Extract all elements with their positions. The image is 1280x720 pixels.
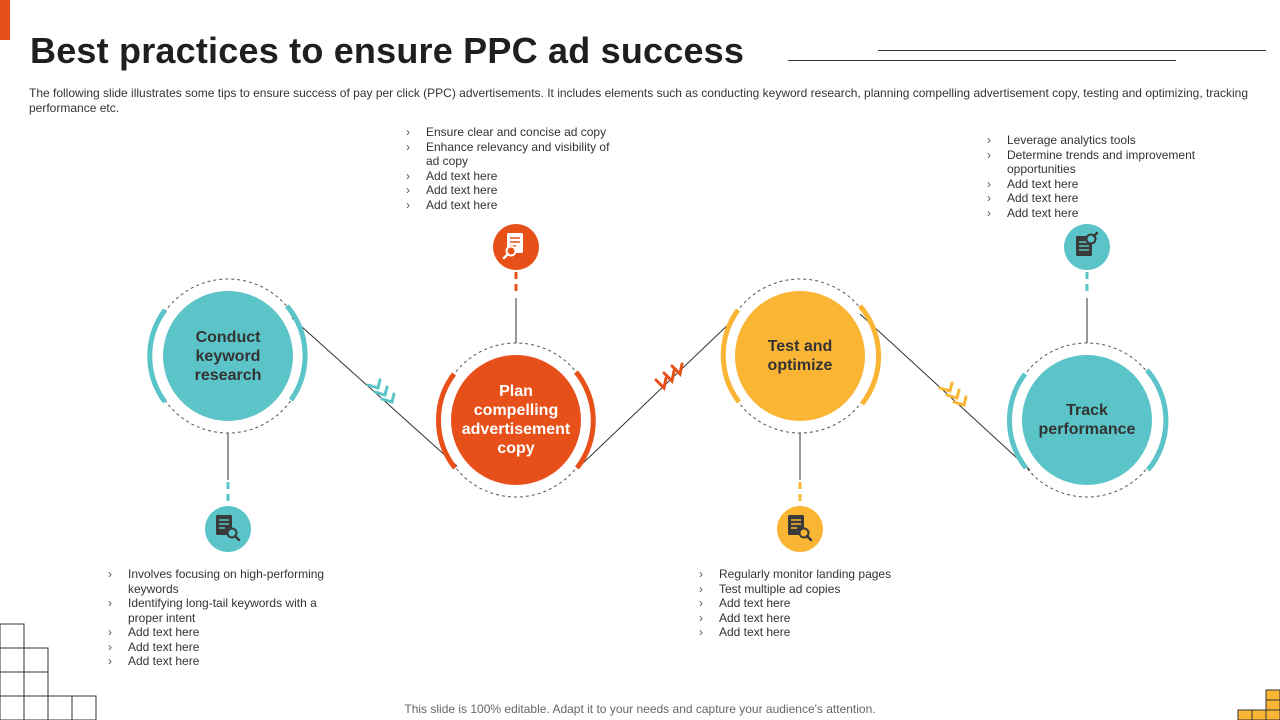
list-item: Ensure clear and concise ad copy bbox=[406, 125, 621, 140]
step-4-bullets: Leverage analytics tools Determine trend… bbox=[987, 133, 1212, 220]
list-item: Add text here bbox=[699, 611, 939, 626]
slide-subtitle: The following slide illustrates some tip… bbox=[29, 86, 1249, 115]
document-search-icon bbox=[216, 515, 241, 542]
list-item: Add text here bbox=[108, 654, 338, 669]
document-search-icon bbox=[788, 515, 813, 542]
chevron-arrows-orange bbox=[654, 362, 684, 392]
decorative-grid-left bbox=[0, 623, 97, 720]
step-4-graphic bbox=[1006, 224, 1169, 498]
title-rule-lower bbox=[788, 60, 1176, 61]
title-rule-upper bbox=[878, 50, 1266, 51]
connector-lines bbox=[291, 313, 1031, 471]
list-item: Test multiple ad copies bbox=[699, 582, 939, 597]
step-3-bullets: Regularly monitor landing pages Test mul… bbox=[699, 567, 939, 640]
step-2-bullets: Ensure clear and concise ad copy Enhance… bbox=[406, 125, 621, 212]
list-item: Add text here bbox=[108, 640, 338, 655]
step-2-graphic bbox=[435, 224, 596, 498]
list-item: Identifying long-tail keywords with a pr… bbox=[108, 596, 338, 625]
step-3-label: Test and optimize bbox=[767, 338, 833, 374]
document-search-icon bbox=[1076, 231, 1099, 256]
chevron-arrows-yellow bbox=[938, 381, 968, 407]
list-item: Add text here bbox=[406, 198, 621, 213]
list-item: Determine trends and improvement opportu… bbox=[987, 148, 1212, 177]
list-item: Involves focusing on high-performing key… bbox=[108, 567, 338, 596]
list-item: Add text here bbox=[108, 625, 338, 640]
list-item: Add text here bbox=[699, 596, 939, 611]
decorative-blocks-right bbox=[1237, 689, 1280, 720]
step-1-bullets: Involves focusing on high-performing key… bbox=[108, 567, 338, 669]
list-item: Add text here bbox=[987, 206, 1212, 221]
step-1-label: Conduct keyword research bbox=[194, 328, 262, 384]
list-item: Add text here bbox=[406, 169, 621, 184]
accent-bar bbox=[0, 0, 10, 40]
list-item: Add text here bbox=[406, 183, 621, 198]
list-item: Leverage analytics tools bbox=[987, 133, 1212, 148]
step-4-label: Track performance bbox=[1038, 402, 1136, 438]
chevron-arrows-teal bbox=[366, 378, 396, 404]
slide-title: Best practices to ensure PPC ad success bbox=[30, 30, 745, 71]
list-item: Enhance relevancy and visibility of ad c… bbox=[406, 140, 621, 169]
slide-footer: This slide is 100% editable. Adapt it to… bbox=[404, 702, 876, 716]
step-2-label: Plan compelling advertisement copy bbox=[461, 383, 571, 457]
list-item: Add text here bbox=[987, 177, 1212, 192]
document-search-icon bbox=[502, 233, 523, 260]
list-item: Add text here bbox=[699, 625, 939, 640]
list-item: Regularly monitor landing pages bbox=[699, 567, 939, 582]
list-item: Add text here bbox=[987, 191, 1212, 206]
